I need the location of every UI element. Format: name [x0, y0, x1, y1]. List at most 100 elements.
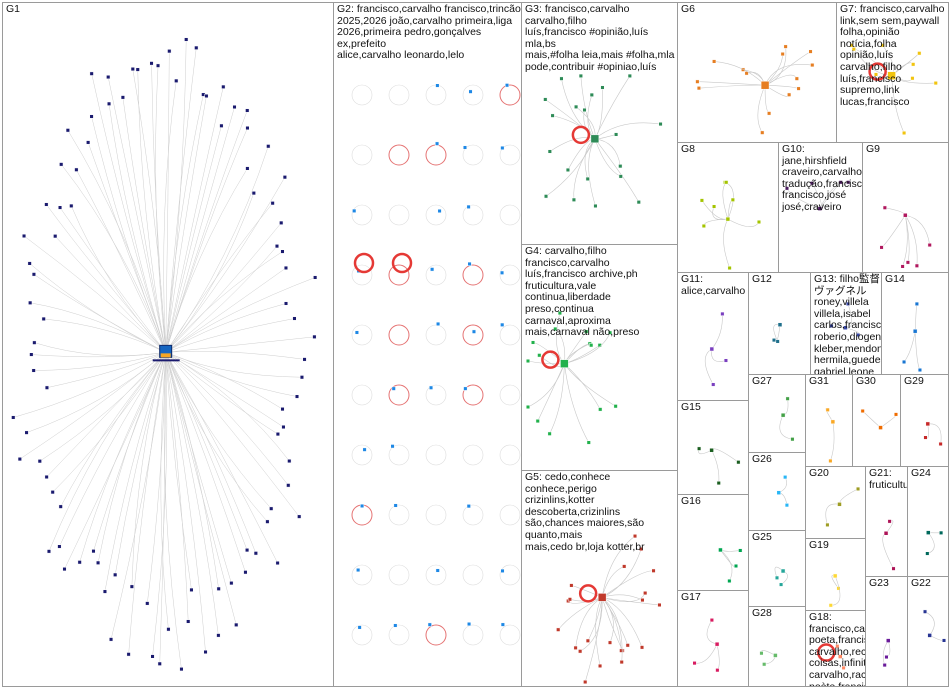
vertex[interactable] [557, 311, 562, 316]
vertex[interactable] [640, 598, 645, 603]
vertex[interactable] [651, 568, 656, 573]
vertex[interactable] [618, 164, 623, 169]
vertex[interactable] [829, 323, 834, 328]
vertex[interactable] [885, 638, 891, 643]
vertex[interactable] [887, 71, 896, 80]
vertex[interactable] [709, 447, 714, 453]
vertex[interactable] [582, 107, 587, 113]
vertex[interactable] [216, 633, 221, 638]
vertex[interactable] [466, 504, 471, 509]
vertex[interactable] [756, 219, 762, 225]
vertex[interactable] [590, 134, 600, 144]
vertex[interactable] [780, 412, 786, 418]
vertex[interactable] [46, 549, 52, 554]
vertex[interactable] [24, 430, 29, 435]
vertex[interactable] [113, 572, 118, 577]
vertex[interactable] [715, 668, 720, 673]
vertex[interactable] [312, 334, 317, 339]
vertex[interactable] [280, 407, 285, 412]
vertex[interactable] [879, 245, 884, 250]
vertex[interactable] [17, 457, 22, 462]
vertex[interactable] [884, 654, 889, 660]
vertex[interactable] [167, 49, 172, 54]
vertex[interactable] [179, 667, 184, 672]
vertex[interactable] [658, 122, 663, 127]
vertex[interactable] [903, 212, 908, 218]
vertex[interactable] [777, 322, 783, 327]
vertex[interactable] [567, 597, 572, 602]
vertex[interactable] [917, 367, 922, 373]
vertex[interactable] [738, 548, 743, 553]
vertex[interactable] [50, 490, 55, 495]
vertex[interactable] [150, 654, 155, 659]
vertex[interactable] [855, 486, 861, 491]
vertex[interactable] [356, 567, 361, 573]
vertex[interactable] [543, 97, 548, 102]
vertex[interactable] [467, 621, 472, 627]
vertex[interactable] [357, 625, 362, 630]
vertex[interactable] [828, 458, 833, 463]
vertex[interactable] [925, 551, 930, 556]
vertex[interactable] [89, 114, 94, 119]
vertex[interactable] [613, 404, 618, 409]
vertex[interactable] [89, 71, 94, 76]
vertex[interactable] [37, 459, 42, 464]
vertex[interactable] [767, 111, 772, 116]
vertex[interactable] [843, 325, 848, 330]
vertex[interactable] [618, 174, 623, 179]
vertex[interactable] [794, 76, 799, 81]
vertex[interactable] [923, 435, 928, 440]
vertex[interactable] [692, 661, 697, 666]
vertex[interactable] [560, 359, 569, 368]
vertex[interactable] [393, 623, 398, 628]
vertex[interactable] [354, 330, 359, 335]
vertex[interactable] [914, 301, 919, 306]
vertex[interactable] [391, 386, 396, 391]
vertex[interactable] [837, 502, 842, 507]
vertex[interactable] [933, 81, 938, 86]
vertex[interactable] [927, 633, 932, 638]
vertex[interactable] [774, 575, 780, 580]
vertex[interactable] [149, 61, 154, 66]
vertex[interactable] [589, 343, 594, 348]
vertex[interactable] [130, 67, 135, 72]
vertex[interactable] [525, 404, 531, 410]
vertex[interactable] [716, 481, 721, 486]
vertex[interactable] [608, 330, 613, 335]
vertex[interactable] [893, 412, 899, 417]
vertex[interactable] [825, 522, 830, 527]
vertex[interactable] [835, 644, 840, 649]
vertex[interactable] [636, 200, 641, 205]
vertex[interactable] [283, 301, 289, 306]
vertex[interactable] [499, 270, 505, 275]
vertex[interactable] [900, 264, 905, 269]
vertex[interactable] [571, 197, 576, 202]
vertex[interactable] [828, 603, 833, 608]
vertex[interactable] [57, 544, 62, 549]
vertex[interactable] [282, 175, 287, 180]
vertex[interactable] [780, 568, 786, 574]
vertex[interactable] [500, 622, 505, 627]
vertex[interactable] [585, 638, 590, 643]
vertex[interactable] [556, 627, 561, 632]
vertex[interactable] [632, 534, 638, 539]
vertex[interactable] [607, 640, 613, 645]
vertex[interactable] [730, 197, 735, 202]
vertex[interactable] [467, 261, 472, 266]
vertex[interactable] [922, 609, 928, 614]
vertex[interactable] [96, 560, 101, 565]
vertex[interactable] [44, 474, 49, 480]
vertex[interactable] [902, 130, 907, 136]
vertex[interactable] [352, 208, 357, 213]
vertex[interactable] [466, 204, 471, 209]
vertex[interactable] [873, 72, 879, 77]
vertex[interactable] [535, 419, 540, 424]
vertex[interactable] [559, 76, 564, 81]
vertex[interactable] [887, 519, 892, 524]
vertex[interactable] [905, 260, 910, 265]
vertex[interactable] [275, 560, 280, 566]
vertex[interactable] [882, 205, 887, 210]
vertex[interactable] [718, 547, 723, 553]
vertex[interactable] [283, 265, 289, 270]
vertex[interactable] [585, 176, 590, 181]
